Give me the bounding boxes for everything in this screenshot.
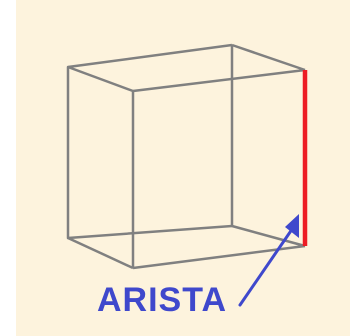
back-face-outline	[66, 43, 233, 240]
cube-depth-edges	[67, 43, 306, 270]
front-face-top-edge	[132, 68, 306, 93]
edge-label: ARISTA	[97, 281, 228, 319]
edge-bottom-right-depth	[231, 224, 306, 248]
edge-top-right-depth	[231, 43, 306, 72]
edge-bottom-left-depth	[67, 236, 134, 270]
arrow-head	[285, 214, 299, 238]
arrow-shaft	[238, 220, 299, 307]
pointer-arrow	[238, 214, 299, 307]
panel-background	[16, 0, 350, 336]
edge-top-left-depth	[67, 65, 134, 93]
cube-back-face	[66, 43, 234, 240]
